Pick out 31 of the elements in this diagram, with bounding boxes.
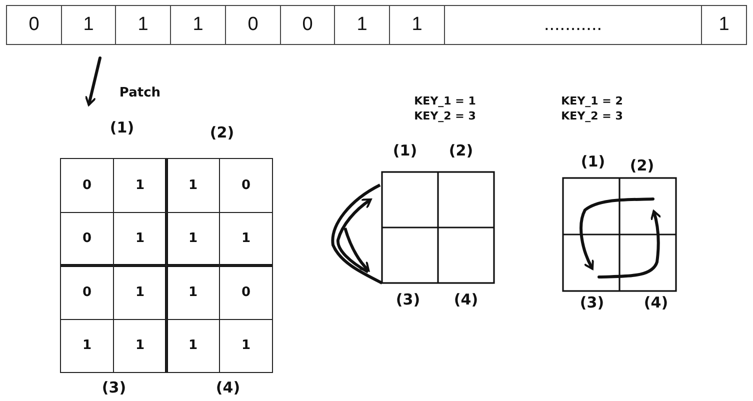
bit-cell: 1: [170, 5, 226, 45]
position-label: (3): [396, 292, 420, 308]
bit-cell: 0: [225, 5, 281, 45]
bit-cell: 1: [115, 5, 171, 45]
position-label: (2): [210, 126, 234, 140]
bit-cell: ...........: [444, 5, 702, 45]
key-value: KEY_2 = 3: [414, 110, 476, 122]
grid-cell: 0: [219, 158, 273, 212]
position-label: (1): [580, 154, 606, 170]
position-label: (4): [644, 296, 668, 310]
position-label: (1): [110, 120, 134, 136]
bit-cell: 1: [701, 5, 747, 45]
key-value: KEY_2 = 3: [561, 110, 623, 122]
grid-cell: 1: [60, 318, 114, 373]
position-label: (2): [448, 144, 474, 158]
position-label: (4): [216, 380, 240, 396]
key-value: KEY_1 = 1: [414, 96, 476, 106]
bit-cell: 1: [61, 5, 116, 45]
bit-cell: 1: [389, 5, 445, 45]
position-label: (3): [580, 296, 604, 310]
grid-cell: 0: [60, 158, 114, 212]
bit-cell: 0: [6, 5, 62, 45]
position-label: (4): [454, 292, 478, 308]
bit-cell: 1: [334, 5, 390, 45]
position-label: (2): [630, 158, 654, 174]
patch-label: Patch: [119, 86, 161, 100]
position-label: (3): [102, 380, 126, 396]
grid-cell: 1: [219, 318, 273, 373]
bit-cell: 0: [280, 5, 335, 45]
position-label: (1): [392, 144, 418, 158]
key-value: KEY_1 = 2: [561, 96, 623, 106]
